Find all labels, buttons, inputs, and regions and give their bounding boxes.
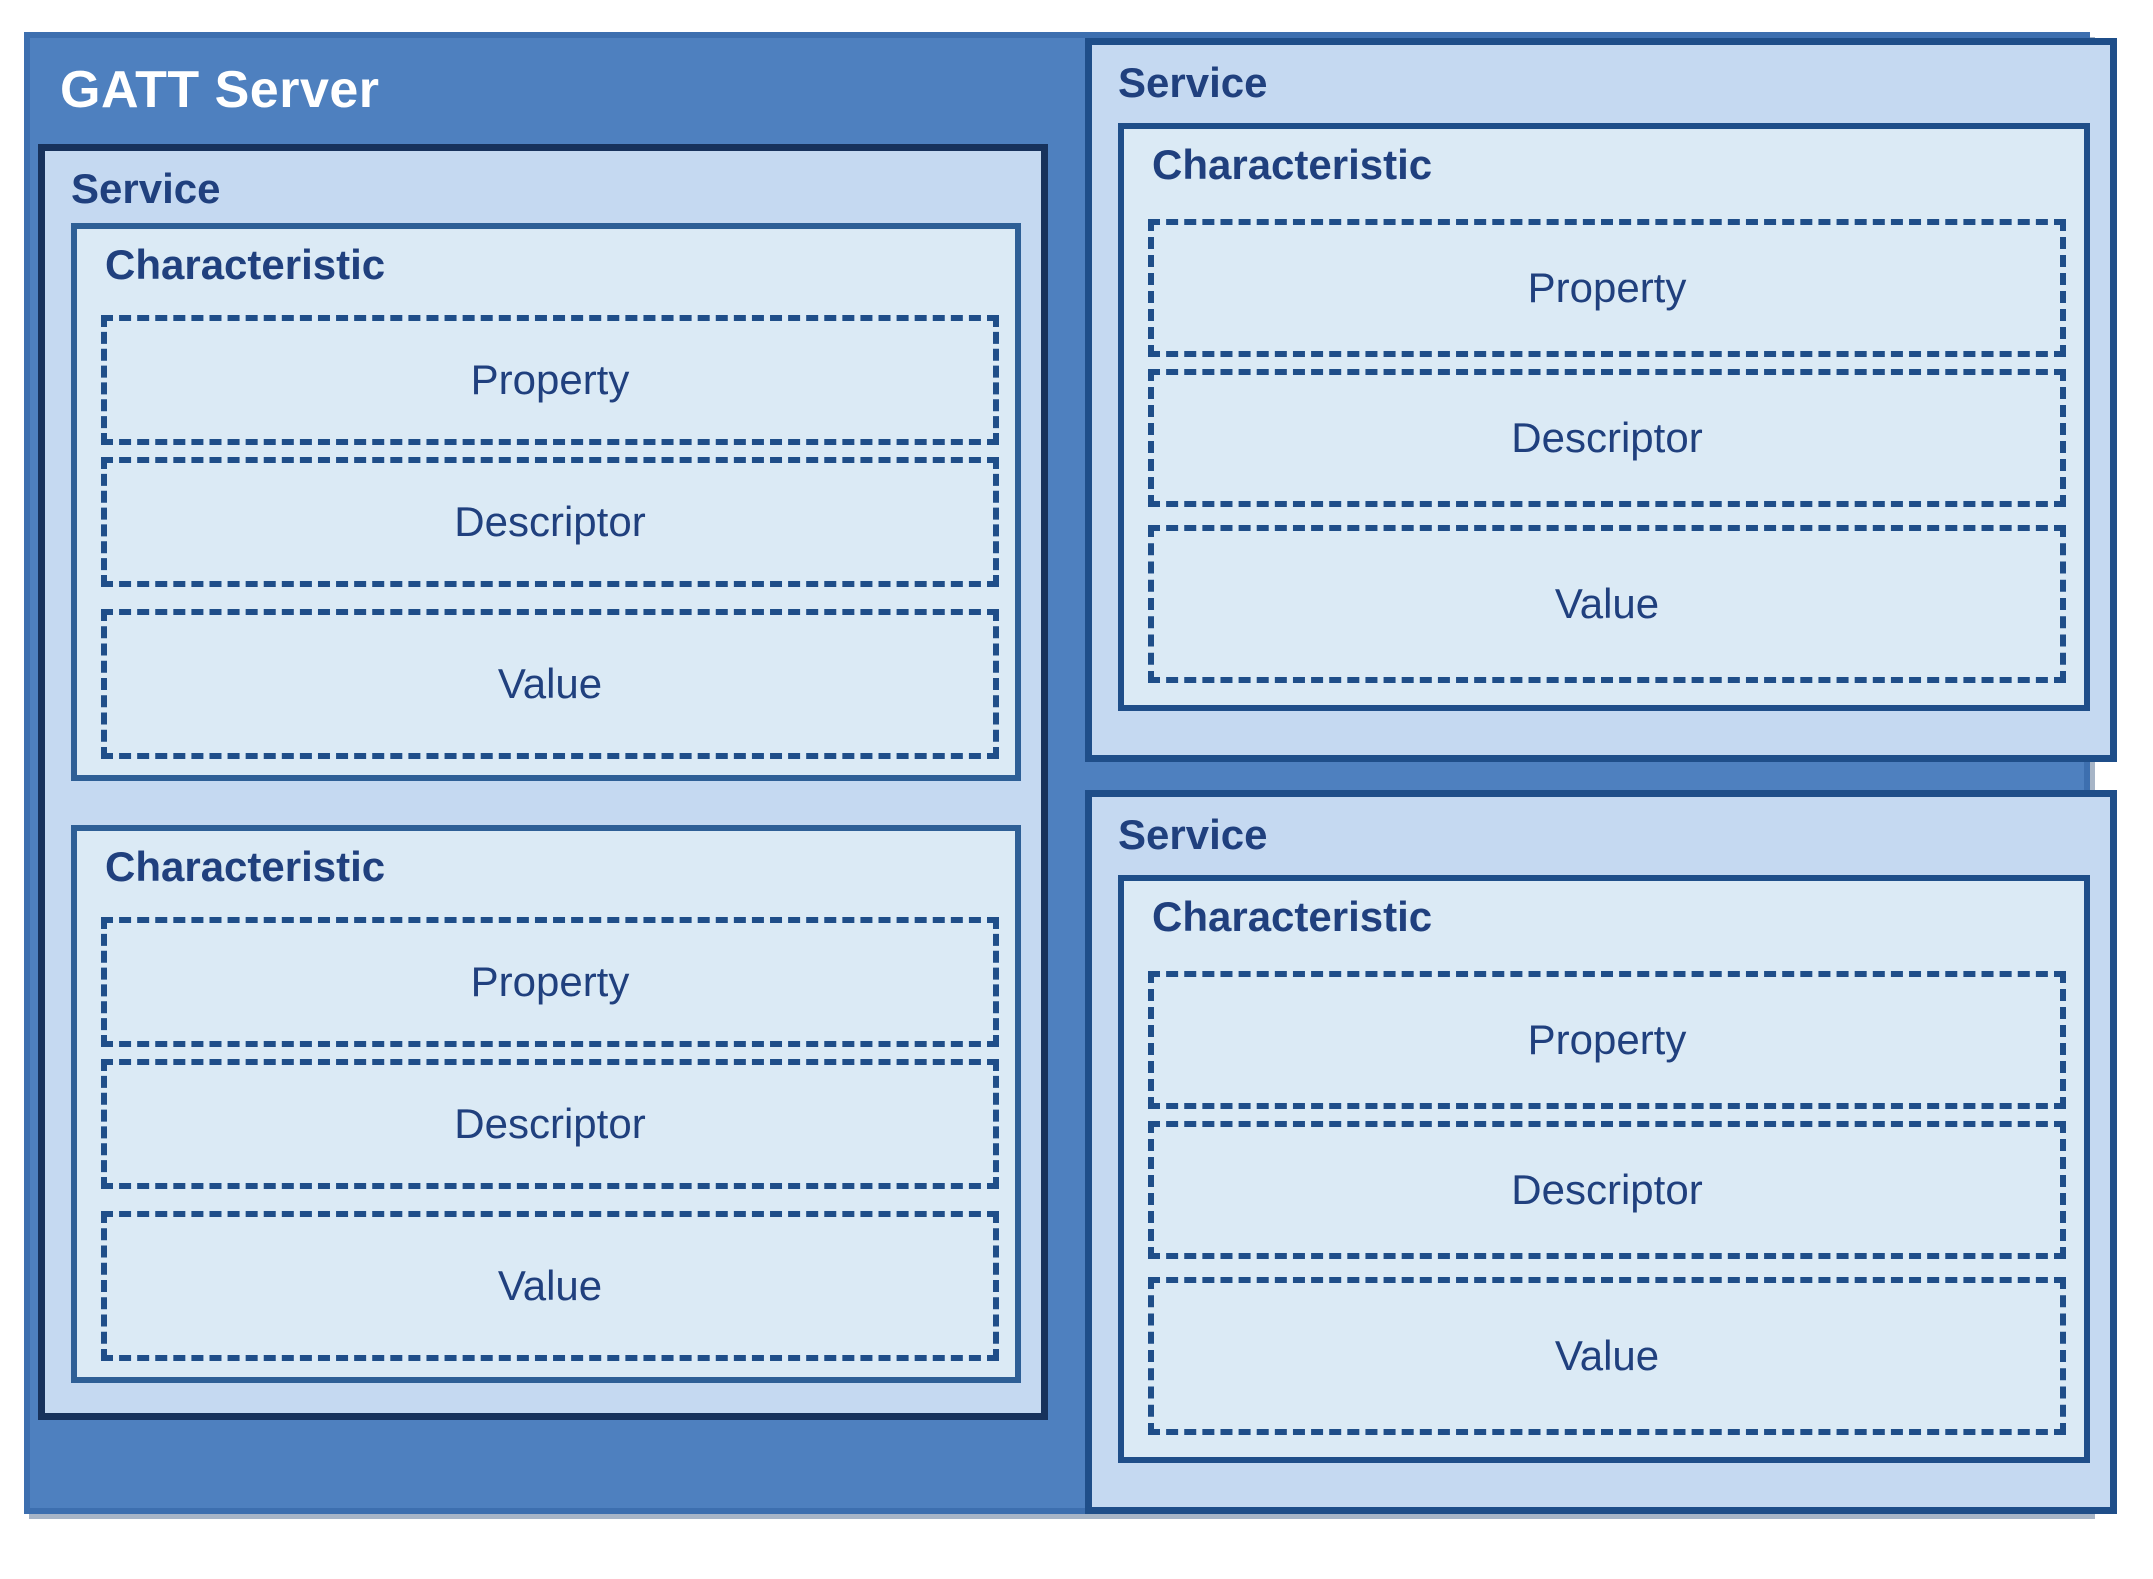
attribute-label: Value	[497, 1262, 603, 1309]
attribute-value: Value	[101, 609, 999, 759]
service-label: Service	[1118, 59, 1268, 106]
characteristic-label: Characteristic	[1152, 141, 1433, 188]
attribute-label: Descriptor	[1511, 1166, 1703, 1213]
gatt-server-title: GATT Server	[60, 61, 380, 119]
characteristic-block: Characteristic Property Descriptor Value	[71, 825, 1021, 1383]
characteristic-block: Characteristic Property Descriptor Value	[1118, 875, 2090, 1463]
attribute-label: Descriptor	[1511, 414, 1703, 461]
attribute-descriptor: Descriptor	[101, 457, 999, 587]
attribute-label: Property	[470, 356, 630, 403]
characteristic-label: Characteristic	[1152, 893, 1433, 940]
attribute-value: Value	[1148, 525, 2066, 683]
attribute-descriptor: Descriptor	[1148, 369, 2066, 507]
service-block-left: Service Characteristic Property Descript…	[38, 144, 1048, 1420]
characteristic-block: Characteristic Property Descriptor Value	[1118, 123, 2090, 711]
attribute-property: Property	[1148, 971, 2066, 1109]
attribute-label: Value	[497, 660, 603, 707]
service-block-right-top: Service Characteristic Property Descript…	[1085, 38, 2117, 762]
characteristic-block: Characteristic Property Descriptor Value	[71, 223, 1021, 781]
service-label: Service	[71, 165, 221, 212]
attribute-label: Property	[470, 958, 630, 1005]
attribute-descriptor: Descriptor	[101, 1059, 999, 1189]
attribute-value: Value	[1148, 1277, 2066, 1435]
attribute-descriptor: Descriptor	[1148, 1121, 2066, 1259]
attribute-label: Value	[1554, 580, 1660, 627]
attribute-property: Property	[1148, 219, 2066, 357]
service-block-right-bottom: Service Characteristic Property Descript…	[1085, 790, 2117, 1514]
attribute-label: Property	[1527, 264, 1687, 311]
attribute-property: Property	[101, 315, 999, 445]
attribute-label: Descriptor	[454, 498, 646, 545]
attribute-value: Value	[101, 1211, 999, 1361]
service-label: Service	[1118, 811, 1268, 858]
attribute-property: Property	[101, 917, 999, 1047]
characteristic-label: Characteristic	[105, 843, 386, 890]
attribute-label: Value	[1554, 1332, 1660, 1379]
characteristic-label: Characteristic	[105, 241, 386, 288]
attribute-label: Descriptor	[454, 1100, 646, 1147]
attribute-label: Property	[1527, 1016, 1687, 1063]
